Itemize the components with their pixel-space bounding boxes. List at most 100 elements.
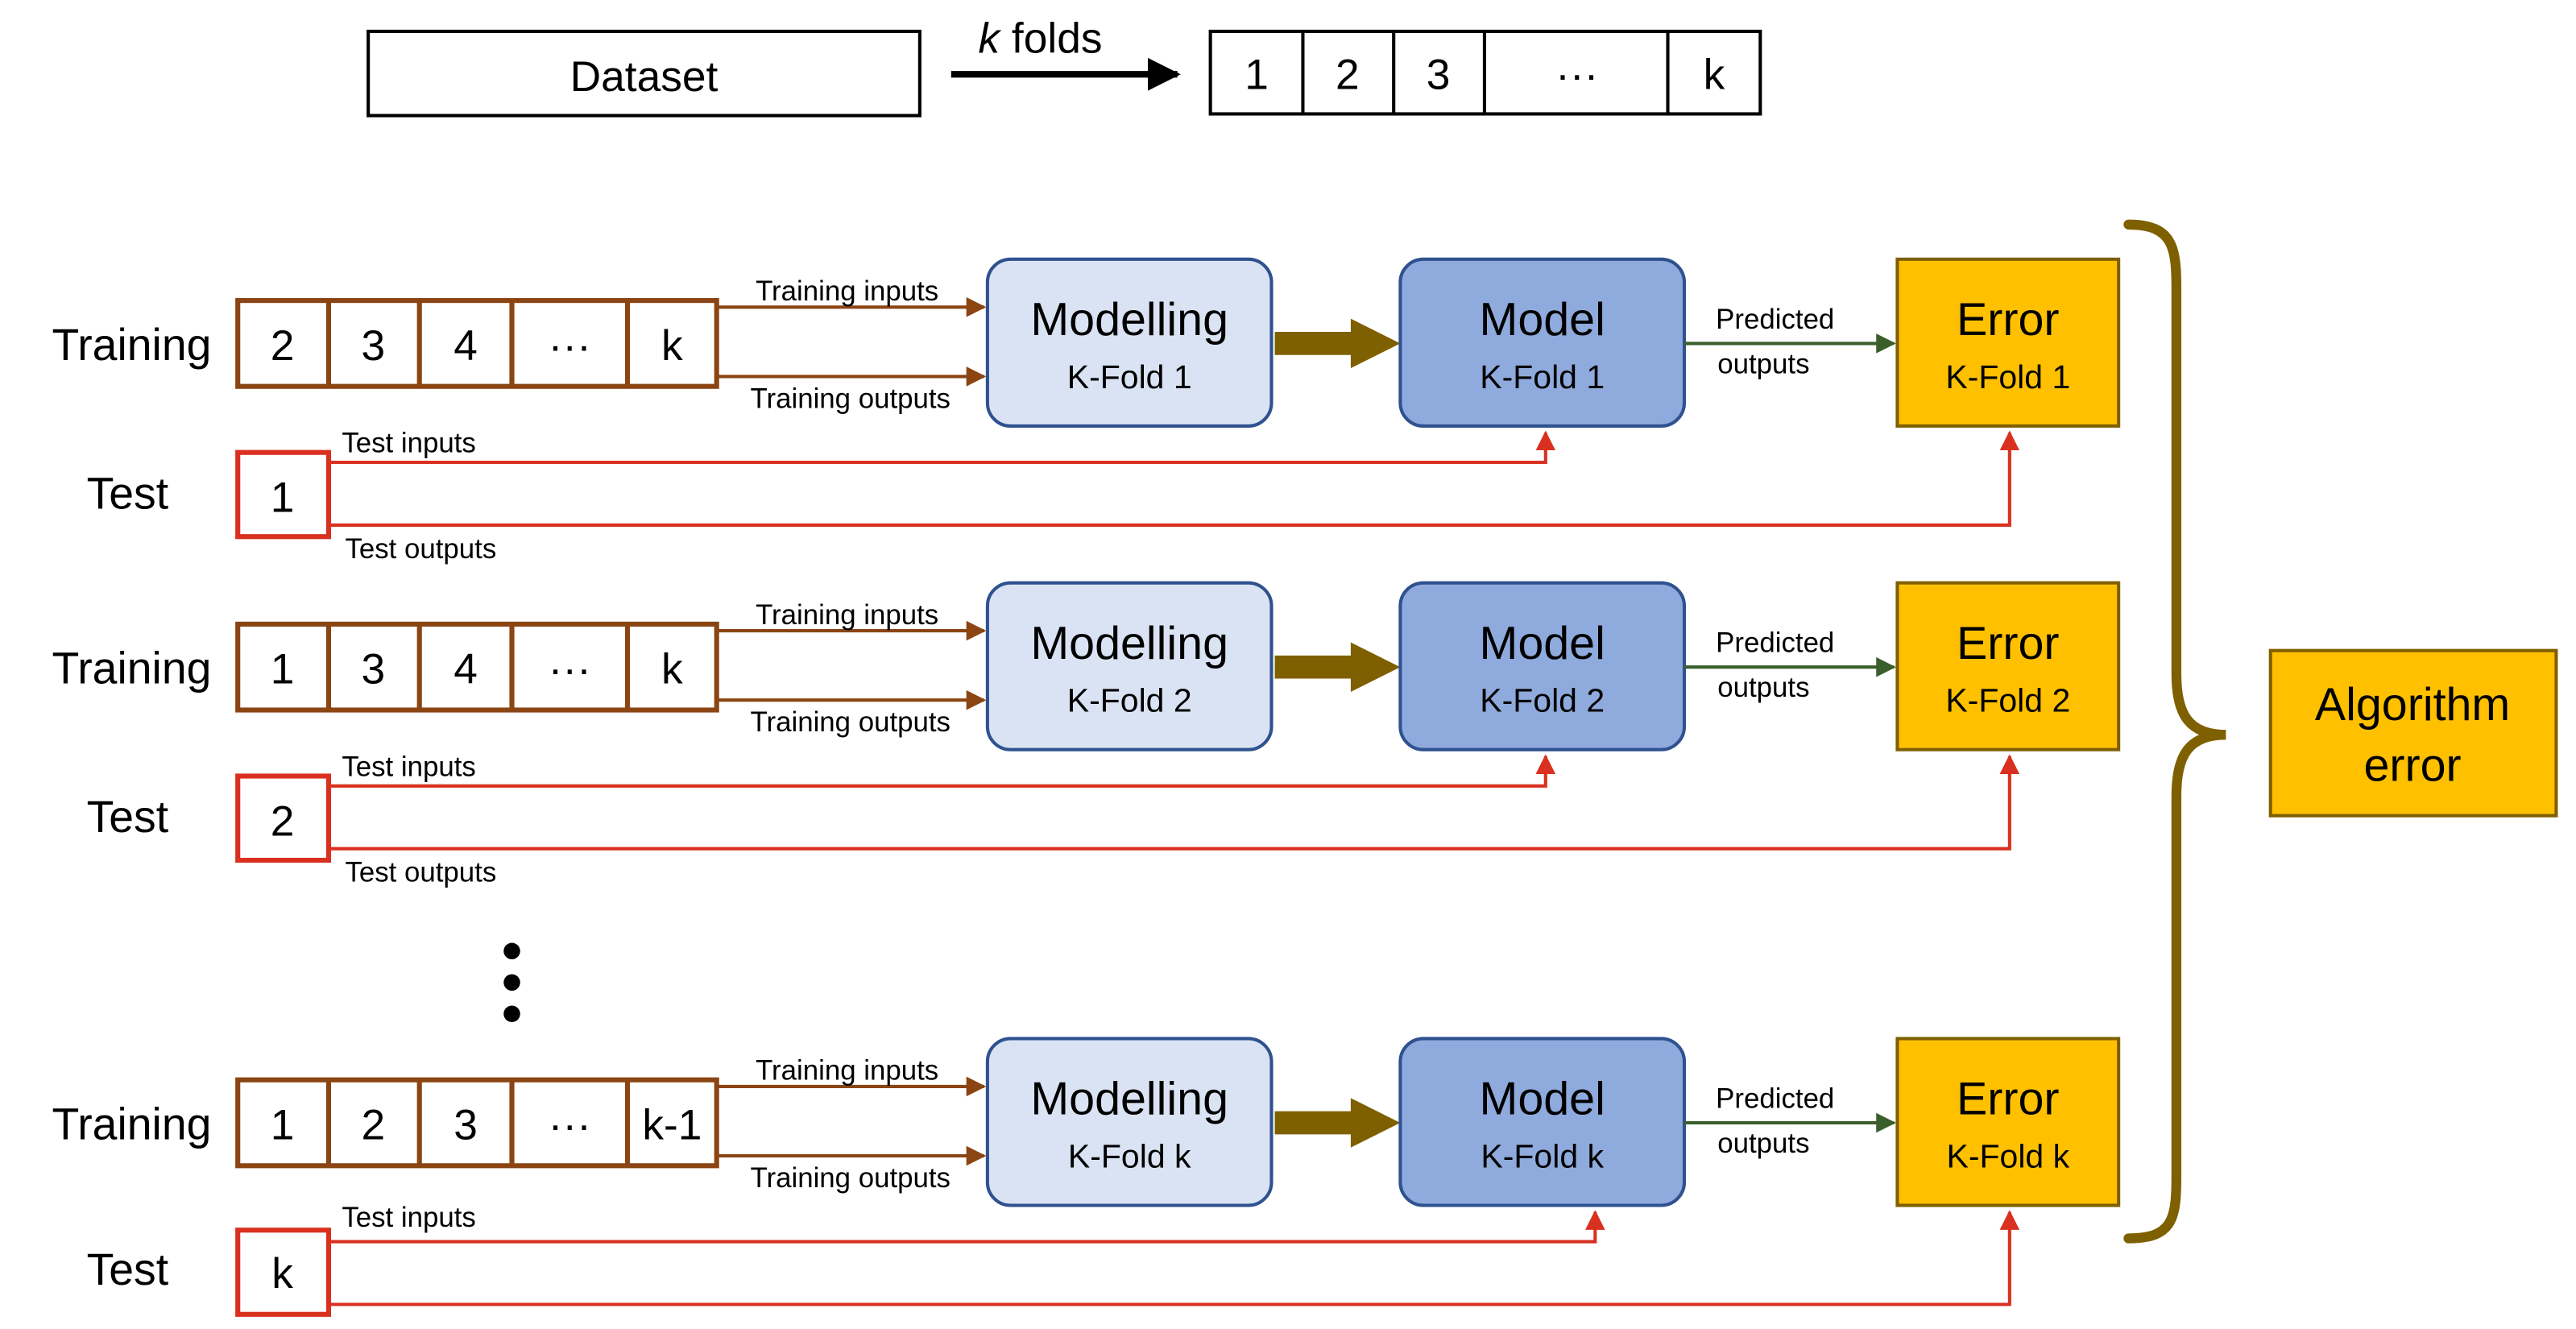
training-cell: 3 — [453, 1102, 478, 1149]
fold-cell: k — [1704, 52, 1725, 99]
modelling-title: Modelling — [1030, 294, 1228, 346]
test-cell: 1 — [271, 474, 295, 522]
training-cell: ··· — [549, 646, 591, 693]
training-cell: 4 — [453, 646, 478, 693]
training-cell: 1 — [271, 1102, 295, 1149]
test-cell: 2 — [271, 797, 295, 845]
fold-cells-row: 1 2 3 ··· k — [1208, 29, 1762, 116]
dot — [503, 942, 520, 960]
training-cell: k-1 — [642, 1102, 702, 1149]
test-outputs-arrow — [328, 430, 2020, 527]
test-inputs-label: Test inputs — [342, 428, 476, 459]
model-subtitle: K-Fold 2 — [1480, 682, 1605, 719]
test-cell-box — [235, 449, 332, 540]
training-outputs-label: Training outputs — [751, 383, 950, 414]
training-outputs-label: Training outputs — [751, 1162, 950, 1194]
training-inputs-label: Training inputs — [756, 275, 938, 307]
continuation-dots — [503, 942, 520, 1022]
fold-block-1: Training 2 3 4 ··· k Training inputs Tra… — [52, 257, 2121, 565]
predicted-outputs-label: outputs — [1717, 1128, 1809, 1159]
fold-cell: ··· — [1555, 52, 1598, 99]
test-inputs-arrow — [328, 1210, 1605, 1244]
training-cell: 2 — [271, 322, 295, 370]
modelling-subtitle: K-Fold k — [1068, 1137, 1191, 1174]
training-cell: ··· — [549, 322, 591, 370]
test-label: Test — [87, 792, 168, 842]
test-outputs-arrow — [328, 754, 2020, 851]
training-cells-frame — [235, 298, 719, 389]
fold-cell: 2 — [1336, 52, 1360, 99]
training-cells-frame — [235, 621, 719, 713]
error-box — [1895, 257, 2121, 428]
predicted-label: Predicted — [1716, 1083, 1834, 1115]
fold-cell: 3 — [1427, 52, 1451, 99]
dot — [503, 1005, 520, 1022]
modelling-box — [985, 581, 1274, 751]
training-outputs-label: Training outputs — [751, 706, 950, 738]
test-label: Test — [87, 1244, 168, 1294]
test-inputs-label: Test inputs — [342, 1202, 476, 1233]
training-label: Training — [52, 644, 211, 693]
test-outputs-label: Test outputs — [345, 857, 496, 888]
error-box — [1895, 1037, 2121, 1207]
modelling-to-model-arrow — [1274, 1098, 1401, 1148]
modelling-title: Modelling — [1030, 618, 1228, 669]
predicted-outputs-label: outputs — [1717, 348, 1809, 379]
modelling-subtitle: K-Fold 2 — [1067, 682, 1192, 719]
algorithm-error-line1: Algorithm — [2315, 679, 2510, 731]
test-cell-box — [235, 1228, 332, 1317]
modelling-subtitle: K-Fold 1 — [1067, 358, 1192, 395]
model-title: Model — [1480, 618, 1605, 669]
model-title: Model — [1480, 294, 1605, 346]
error-box — [1895, 581, 2121, 751]
error-subtitle: K-Fold 1 — [1945, 358, 2070, 395]
test-outputs-arrow — [328, 1210, 2020, 1306]
test-inputs-arrow — [328, 430, 1556, 465]
modelling-to-model-arrow — [1274, 642, 1401, 692]
folds-label-rest: folds — [1000, 15, 1102, 63]
modelling-box — [985, 257, 1274, 428]
training-cell: 2 — [361, 1102, 385, 1149]
error-title: Error — [1957, 294, 2060, 346]
modelling-title: Modelling — [1030, 1074, 1228, 1125]
test-label: Test — [87, 468, 168, 518]
test-inputs-label: Test inputs — [342, 751, 476, 783]
training-inputs-label: Training inputs — [756, 599, 938, 631]
predicted-label: Predicted — [1716, 627, 1834, 659]
training-cell: ··· — [549, 1102, 591, 1149]
training-cell: k — [661, 646, 683, 693]
curly-brace — [2123, 219, 2226, 1244]
test-cell-box — [235, 773, 332, 863]
training-label: Training — [52, 320, 211, 370]
error-subtitle: K-Fold k — [1946, 1137, 2069, 1174]
modelling-box — [985, 1037, 1274, 1207]
training-cell: 3 — [361, 646, 385, 693]
fold-cell: 1 — [1245, 52, 1269, 99]
fold-block-k: Training 1 2 3 ··· k-1 Training inputs T… — [52, 1037, 2121, 1317]
error-title: Error — [1957, 618, 2060, 669]
training-cell: 4 — [453, 322, 478, 370]
error-title: Error — [1957, 1074, 2060, 1125]
error-subtitle: K-Fold 2 — [1945, 682, 2070, 719]
dataset-label: Dataset — [570, 53, 719, 101]
fold-block-2: Training 1 3 4 ··· k Training inputs Tra… — [52, 581, 2121, 888]
modelling-to-model-arrow — [1274, 318, 1401, 369]
dataset-box — [367, 29, 921, 118]
folds-label: k folds — [978, 15, 1102, 63]
training-cell: 1 — [271, 646, 295, 693]
model-title: Model — [1480, 1074, 1605, 1125]
training-inputs-label: Training inputs — [756, 1055, 938, 1087]
model-subtitle: K-Fold 1 — [1480, 358, 1605, 395]
test-cell: k — [271, 1250, 293, 1298]
folds-label-k: k — [978, 15, 1001, 63]
algorithm-error-box — [2268, 648, 2558, 818]
model-subtitle: K-Fold k — [1481, 1137, 1604, 1174]
header: Dataset k folds 1 2 3 ··· k — [367, 15, 1762, 118]
algorithm-error-line2: error — [2363, 740, 2461, 792]
dot — [503, 974, 520, 991]
predicted-label: Predicted — [1716, 304, 1834, 335]
training-label: Training — [52, 1099, 211, 1149]
test-outputs-label: Test outputs — [345, 533, 496, 565]
